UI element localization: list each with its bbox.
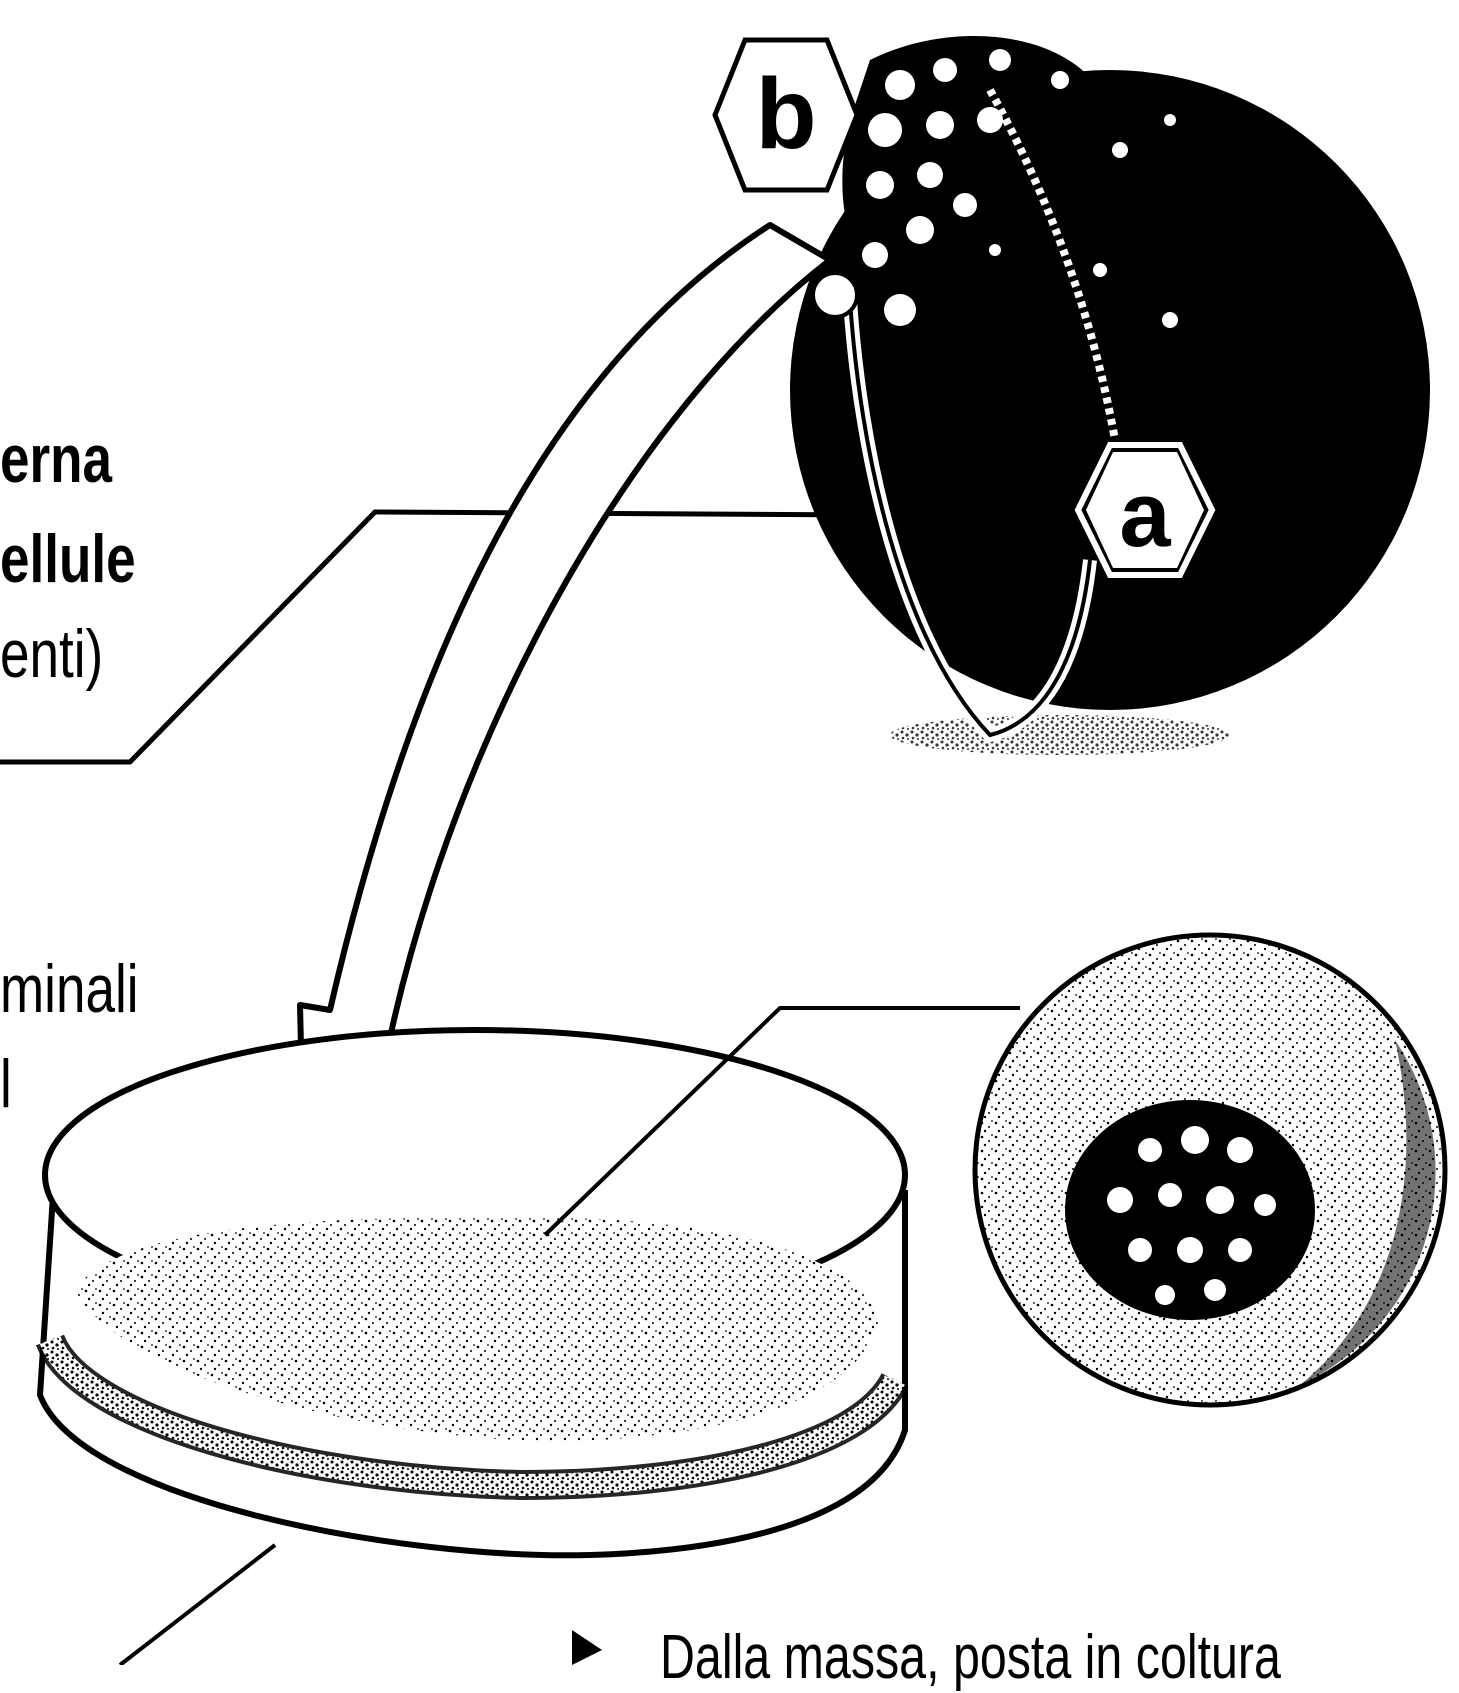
cell-colony xyxy=(1065,1100,1315,1320)
colony-inset xyxy=(975,935,1445,1405)
petri-dish xyxy=(40,1030,905,1555)
label-left-line5: l xyxy=(0,1045,12,1123)
hex-label-b: b xyxy=(715,40,857,190)
label-left-line4: minali xyxy=(0,950,139,1028)
hex-a-text: a xyxy=(1119,464,1171,566)
label-left-line2: ellule xyxy=(0,520,136,598)
blastocyst xyxy=(790,36,1430,755)
triangle-right-icon xyxy=(572,1630,602,1665)
label-left-line1: erna xyxy=(0,420,112,498)
hex-label-a: a xyxy=(1078,445,1212,575)
caption-text: Dalla massa, posta in coltura xyxy=(660,1622,1281,1693)
hex-b-text: b xyxy=(755,58,816,170)
leader-line-bottom xyxy=(120,1545,275,1665)
label-left-line3: enti) xyxy=(0,615,103,693)
